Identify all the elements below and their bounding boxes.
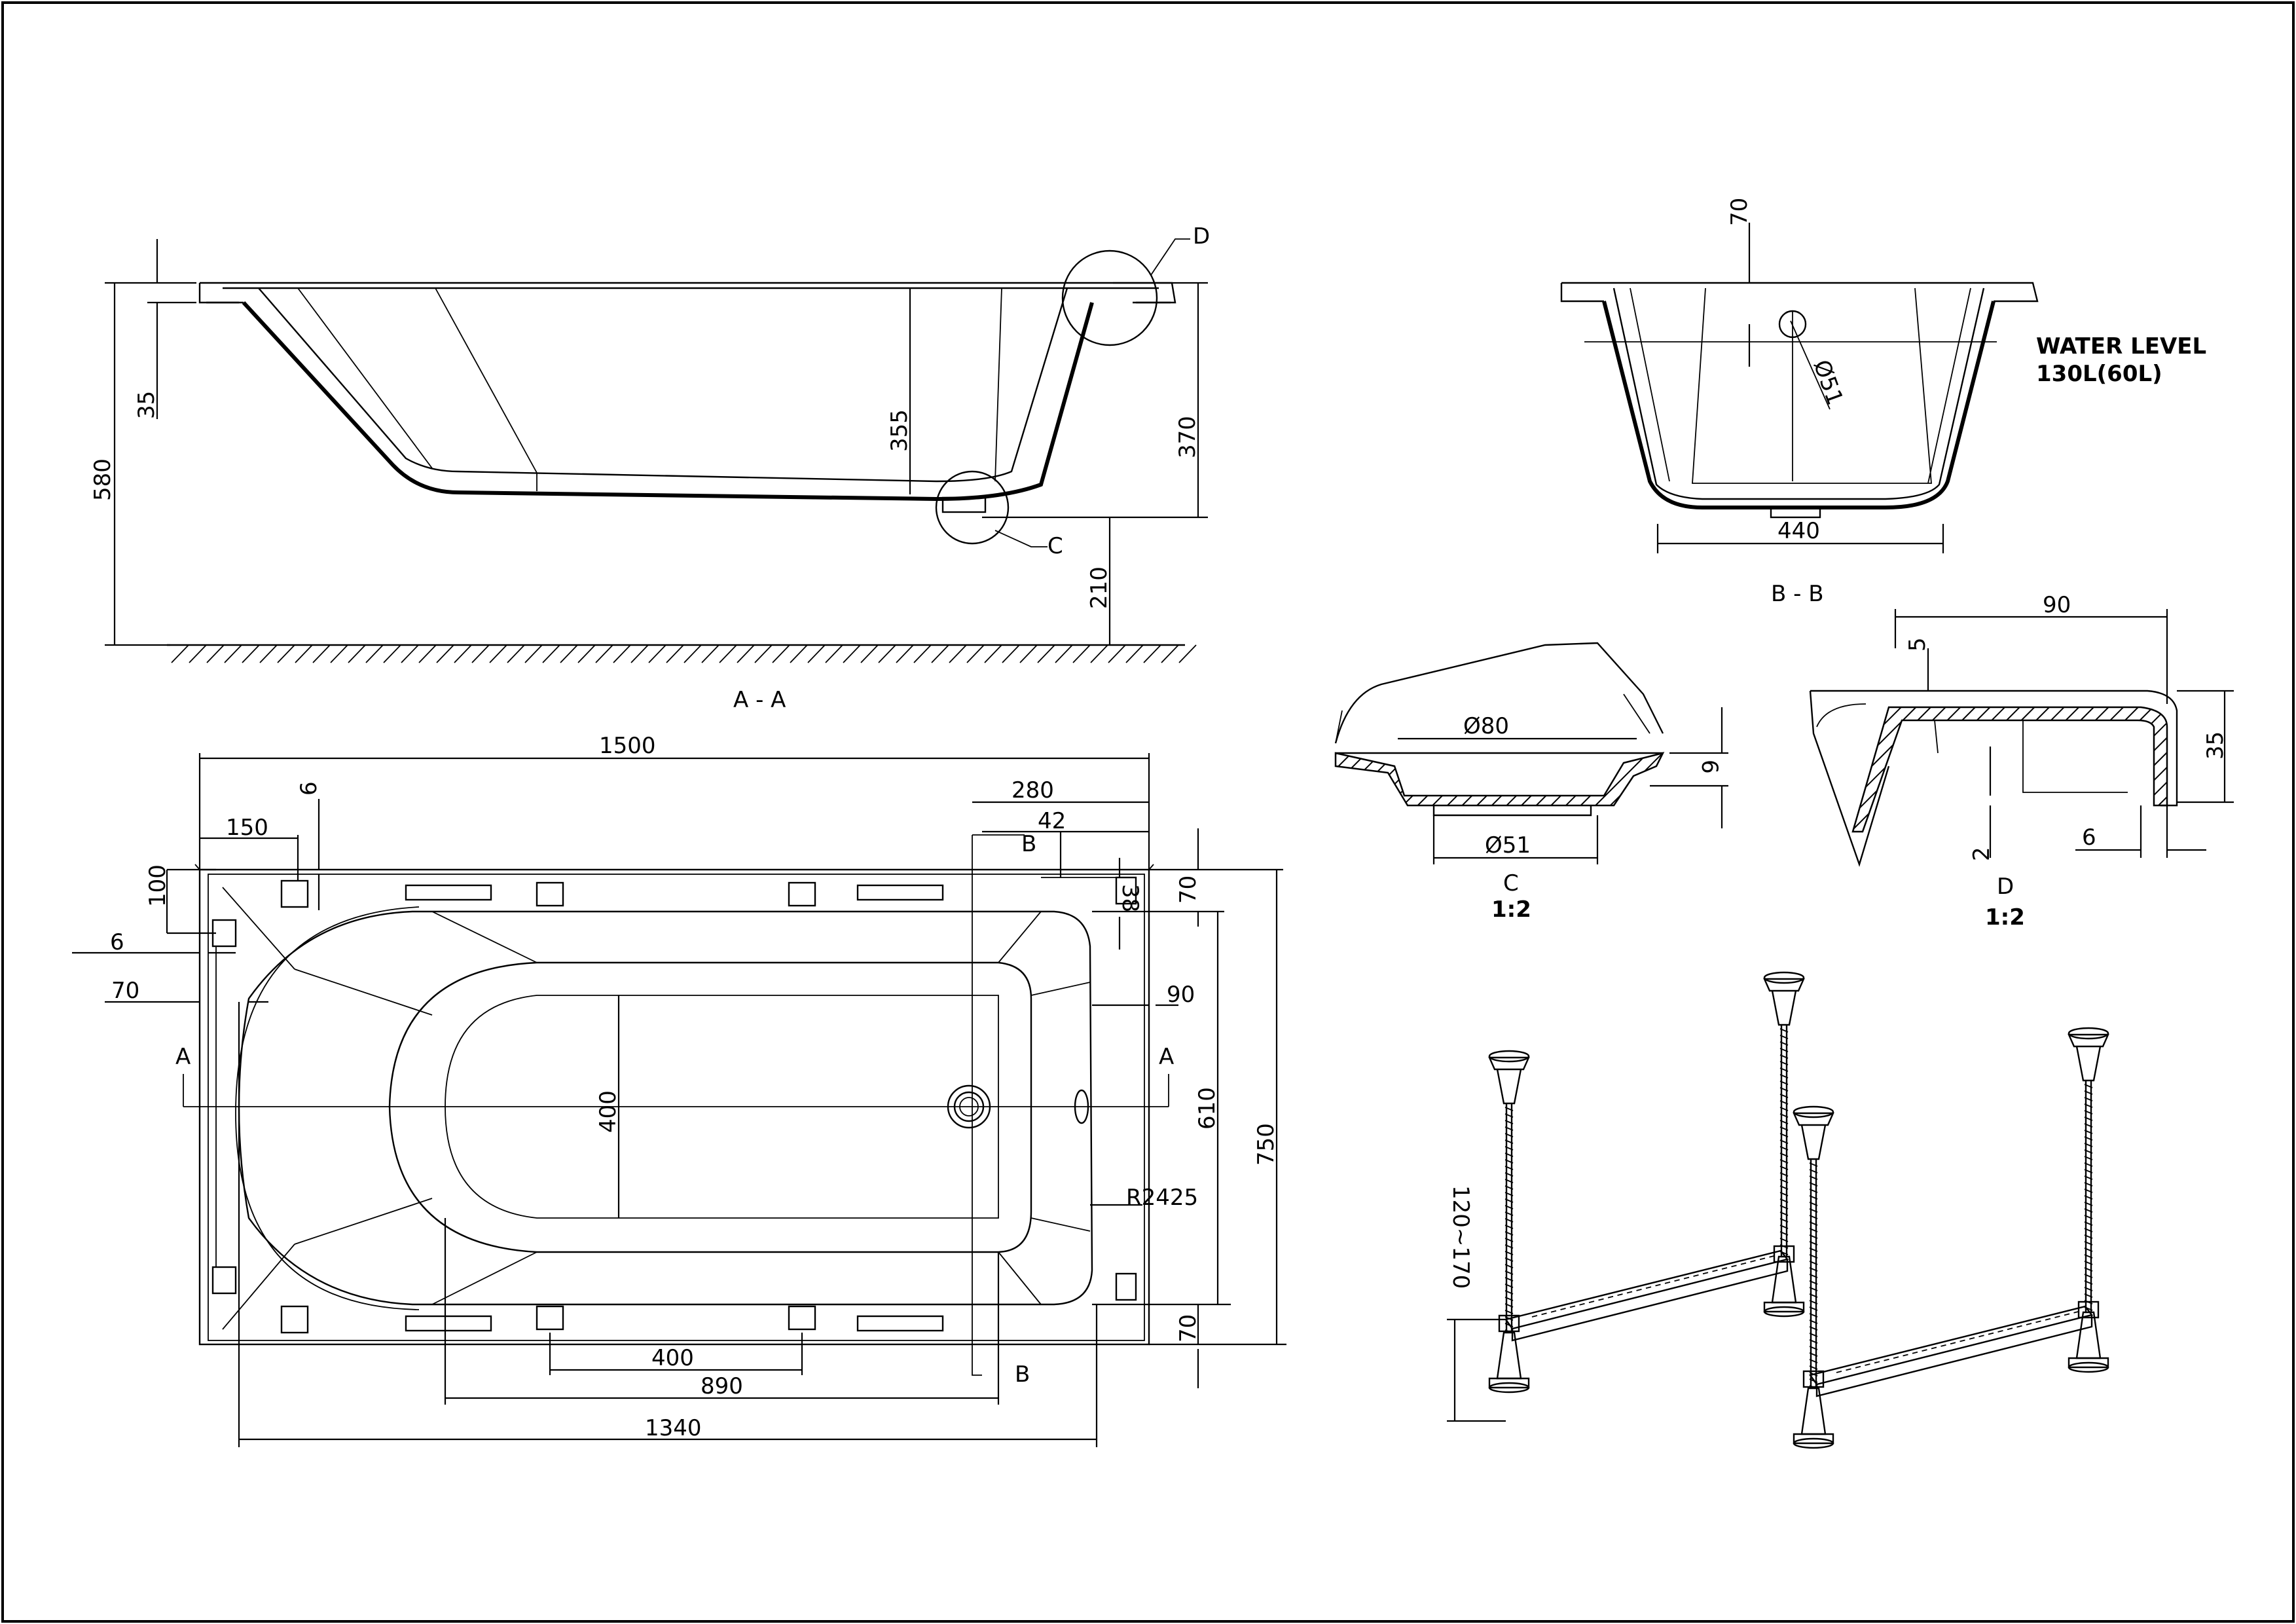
- detail-c-scale: 1:2: [1491, 896, 1531, 923]
- dim-c-dia80: Ø80: [1463, 713, 1509, 739]
- cut-b-top: B: [1021, 831, 1036, 857]
- dim-aa-370: 370: [1175, 416, 1201, 458]
- dim-plan-6-top: 6: [296, 781, 322, 796]
- dim-plan-750: 750: [1253, 1123, 1279, 1166]
- dim-bb-440: 440: [1777, 518, 1820, 544]
- dim-plan-70-left: 70: [111, 978, 139, 1004]
- support-pads: [211, 876, 1137, 1334]
- detail-d-letter: D: [1997, 874, 2014, 900]
- cut-a-right: A: [1159, 1044, 1174, 1070]
- dim-plan-100: 100: [145, 864, 171, 907]
- dim-d-6: 6: [2082, 824, 2096, 851]
- cut-b-bottom: B: [1015, 1361, 1030, 1388]
- dim-plan-70-bottom: 70: [1175, 1314, 1201, 1342]
- detail-c-callout: C: [1048, 533, 1063, 559]
- dim-plan-70-top: 70: [1175, 876, 1201, 904]
- dim-aa-210: 210: [1086, 566, 1112, 609]
- floor-hatch: [171, 644, 1197, 663]
- dim-aa-355: 355: [886, 409, 913, 452]
- detail-d-view: 90 5 35 2 6 D 1:2: [1809, 592, 2234, 931]
- detail-c-circle: [935, 470, 1010, 545]
- detail-d-callout: D: [1193, 223, 1210, 249]
- cut-a-left: A: [175, 1044, 191, 1070]
- dim-bb-70: 70: [1726, 198, 1753, 226]
- dim-plan-1500: 1500: [599, 733, 656, 759]
- dim-plan-610: 610: [1194, 1087, 1220, 1130]
- dim-legs-height: 120~170: [1448, 1185, 1474, 1289]
- detail-c-view: Ø80 6 Ø51 C 1:2: [1334, 642, 1728, 923]
- water-level-label: WATER LEVEL: [2036, 333, 2206, 360]
- dim-c-6: 6: [1696, 760, 1722, 774]
- detail-d-circle: [1061, 249, 1158, 346]
- detail-c-letter: C: [1503, 870, 1519, 896]
- leg-frame-1: [1488, 971, 1805, 1393]
- dim-plan-400-h: 400: [651, 1345, 694, 1371]
- dim-plan-400-v: 400: [595, 1090, 621, 1133]
- section-bb-view: 70 Ø51 WATER LEVEL 130L(60L) 440 B - B: [1560, 198, 2206, 607]
- dim-plan-38: 38: [1117, 884, 1143, 912]
- dim-plan-r2425: R2425: [1126, 1185, 1198, 1211]
- dim-d-5: 5: [1904, 637, 1931, 652]
- dim-plan-1340: 1340: [645, 1415, 702, 1441]
- dim-d-35: 35: [2202, 731, 2229, 760]
- dim-plan-90: 90: [1167, 982, 1195, 1008]
- dim-plan-280: 280: [1011, 777, 1054, 803]
- dim-c-dia51: Ø51: [1485, 832, 1531, 858]
- dim-d-90: 90: [2043, 592, 2071, 618]
- leg-frames: [1488, 971, 2109, 1449]
- dim-plan-890: 890: [701, 1373, 743, 1399]
- leg-frame-2: [1793, 1027, 2109, 1449]
- dim-aa-580: 580: [90, 458, 116, 501]
- plan-view: A A B B 1500 150 6 280 42 100 6 70 70: [72, 733, 1286, 1447]
- legs-height-dimension: 120~170: [1447, 1185, 1506, 1422]
- dim-aa-35: 35: [134, 391, 160, 419]
- section-bb-label: B - B: [1771, 581, 1824, 607]
- dim-bb-dia51: Ø51: [1808, 356, 1849, 408]
- detail-d-scale: 1:2: [1985, 904, 2025, 931]
- section-aa-label: A - A: [733, 687, 786, 713]
- dim-d-2: 2: [1969, 847, 1995, 861]
- dim-plan-42: 42: [1038, 808, 1066, 834]
- water-level-volume: 130L(60L): [2036, 361, 2162, 387]
- dim-plan-6-left: 6: [110, 929, 124, 955]
- section-aa-view: D C 580 35 355 370 210 A - A: [90, 223, 1210, 713]
- dim-plan-150: 150: [226, 815, 268, 841]
